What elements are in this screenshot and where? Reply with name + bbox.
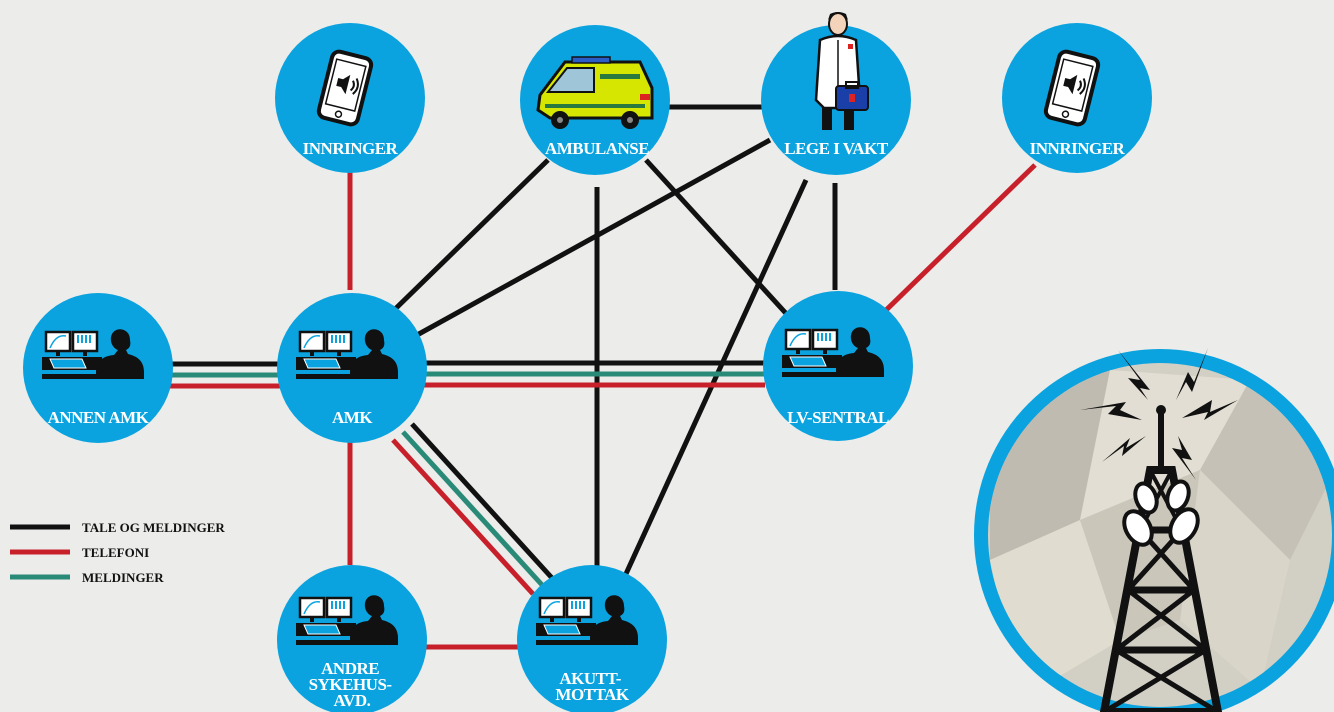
node-label: AKUTT- MOTTAK — [555, 669, 629, 704]
legend-label-meldinger: MELDINGER — [82, 570, 164, 585]
node-amk: AMK — [277, 293, 427, 443]
node-ambulanse: AMBULANSE — [520, 25, 670, 175]
ambulance-icon — [536, 56, 654, 129]
node-andre-sykehusavd: ANDRE SYKEHUS- AVD. — [277, 565, 427, 712]
node-label: AMBULANSE — [545, 139, 649, 158]
link-amk-akutt-telefoni — [391, 438, 535, 596]
node-label: INNRINGER — [303, 139, 399, 158]
link-amk-akutt-meldinger — [401, 430, 545, 588]
node-label: AMK — [332, 408, 373, 427]
doctor-icon — [814, 12, 869, 130]
node-label: ANDRE SYKEHUS- AVD. — [309, 659, 396, 710]
node-label: INNRINGER — [1030, 139, 1126, 158]
tower-icon — [1099, 405, 1223, 712]
node-label: LV-SENTRAL — [787, 408, 889, 427]
link-amk-akutt-tale — [410, 422, 554, 580]
node-annen-amk: ANNEN AMK — [23, 293, 173, 443]
node-label: ANNEN AMK — [48, 408, 150, 427]
node-lv-sentral: LV-SENTRAL — [763, 291, 913, 441]
legend-item-telefoni: TELEFONI — [10, 545, 149, 560]
legend-item-meldinger: MELDINGER — [10, 570, 164, 585]
node-label: LEGE I VAKT — [784, 139, 889, 158]
legend-label-telefoni: TELEFONI — [82, 545, 149, 560]
link-ambulanse-amk — [386, 158, 550, 318]
link-innringer-lv-sentral — [878, 163, 1037, 318]
node-innringer-right: INNRINGER — [1002, 23, 1152, 173]
link-lege-amk — [406, 137, 772, 343]
legend-label-tale: TALE OG MELDINGER — [82, 520, 225, 535]
link-ambulanse-lv-sentral — [644, 158, 794, 322]
node-akuttmottak: AKUTT- MOTTAK — [517, 565, 667, 712]
node-lege-i-vakt: LEGE I VAKT — [761, 12, 911, 175]
radio-tower-illustration — [974, 348, 1334, 712]
connection-lines — [165, 104, 1037, 650]
node-innringer-left: INNRINGER — [275, 23, 425, 173]
legend-item-tale: TALE OG MELDINGER — [10, 520, 225, 535]
link-lege-akuttmottak — [622, 178, 809, 578]
legend: TALE OG MELDINGER TELEFONI MELDINGER — [10, 520, 225, 585]
signal-lightning-icon — [1080, 348, 1238, 480]
